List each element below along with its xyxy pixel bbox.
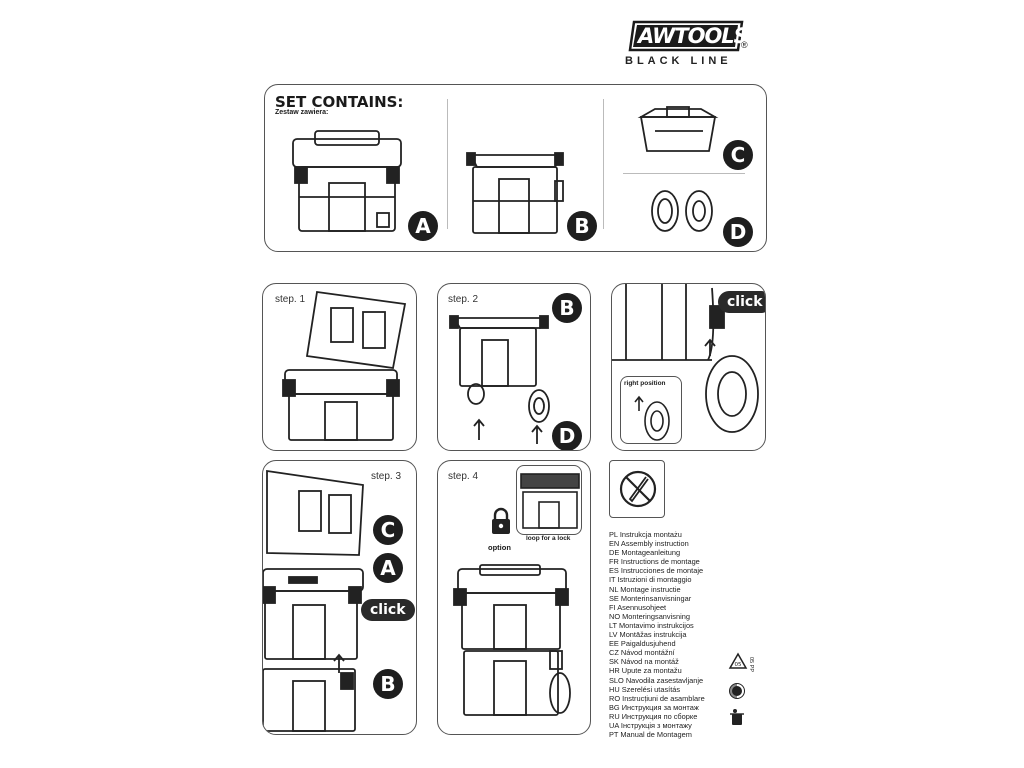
set-contains-subtitle: Zestaw zawiera: bbox=[275, 109, 329, 116]
language-item: EE Paigaldusjuhend bbox=[609, 639, 676, 649]
step-3-illustration bbox=[263, 469, 364, 732]
wheel-detail-panel: click right position bbox=[611, 283, 766, 451]
step-3-badge-a: A bbox=[373, 553, 403, 583]
svg-text:05: 05 bbox=[735, 662, 742, 668]
no-sharp-tools-box bbox=[609, 460, 665, 518]
step-2-wheel bbox=[528, 389, 550, 423]
padlock-icon bbox=[492, 507, 510, 534]
toolbox-a-illustration bbox=[292, 130, 402, 232]
step-3-badge-c: C bbox=[373, 515, 403, 545]
language-item: HU Szerelési utasítás bbox=[609, 684, 681, 694]
language-item: ES Instrucciones de montaje bbox=[609, 566, 704, 576]
recycle-pp-icon: 05 bbox=[728, 652, 748, 669]
tray-c-illustration bbox=[637, 106, 719, 152]
click-bubble: click bbox=[718, 291, 765, 313]
wheel-detail-illustration bbox=[612, 284, 759, 433]
language-item: DE Montageanleitung bbox=[609, 548, 681, 558]
language-item: PL Instrukcja montażu bbox=[609, 530, 682, 539]
step-1-illustration bbox=[282, 290, 407, 441]
language-item: LV Montāžas instrukcija bbox=[609, 630, 687, 640]
brand-logo-shape bbox=[628, 20, 744, 52]
language-item: RU Инструкция по сборке bbox=[609, 711, 698, 721]
step-2-badge-d: D bbox=[552, 421, 582, 450]
arrow-up-icon bbox=[473, 418, 485, 440]
arrow-up-icon bbox=[531, 424, 543, 444]
step-1-label: step. 1 bbox=[275, 294, 306, 305]
language-item: EN Assembly instruction bbox=[609, 539, 689, 549]
set-contains-panel: SET CONTAINS: Zestaw zawiera: A B bbox=[264, 84, 767, 252]
language-item: SK Návod na montáž bbox=[609, 657, 679, 667]
option-label: option bbox=[488, 543, 511, 552]
click-bubble: click bbox=[361, 599, 415, 621]
brand-logo-text: AWTOOLS bbox=[638, 24, 749, 48]
right-position-wheel bbox=[634, 395, 670, 441]
language-item: IT Istruzioni di montaggio bbox=[609, 575, 692, 585]
language-item: SE Monterinsanvisningar bbox=[609, 593, 692, 603]
language-item: HR Upute za montažu bbox=[609, 666, 682, 676]
container-b-illustration bbox=[466, 152, 564, 234]
registered-mark: ® bbox=[741, 40, 748, 50]
wheels-d-illustration bbox=[651, 190, 713, 232]
step-4-illustration bbox=[453, 564, 571, 716]
no-sharp-tools-icon bbox=[619, 470, 657, 508]
step-2-illustration bbox=[449, 315, 549, 405]
label-b-badge: B bbox=[567, 211, 597, 241]
language-item: LT Montavimo instrukcijos bbox=[609, 620, 694, 630]
step-2-panel: step. 2 B D bbox=[437, 283, 591, 451]
right-position-box: right position bbox=[620, 376, 682, 444]
loop-for-lock-label: loop for a lock bbox=[526, 535, 571, 542]
brand-logo: AWTOOLS bbox=[628, 20, 749, 52]
step-1-panel: step. 1 bbox=[262, 283, 417, 451]
step-3-panel: step. 3 C A click B bbox=[262, 460, 417, 735]
divider-2 bbox=[603, 99, 604, 229]
language-item: NL Montage instructie bbox=[609, 584, 681, 594]
language-item: NO Monteringsanvisning bbox=[609, 611, 690, 621]
arrow-up-icon bbox=[704, 338, 716, 356]
label-d-badge: D bbox=[723, 217, 753, 247]
arrow-up-icon bbox=[333, 653, 345, 673]
language-item: CZ Návod montážní bbox=[609, 648, 675, 658]
green-dot-icon bbox=[729, 683, 745, 699]
divider-3 bbox=[623, 173, 745, 174]
label-c-badge: C bbox=[723, 140, 753, 170]
language-item: RO Instrucțiuni de asamblare bbox=[609, 693, 705, 703]
language-item: SLO Navodila zasestavljanje bbox=[609, 675, 704, 685]
step-3-label: step. 3 bbox=[371, 471, 402, 482]
recycle-pp-code: 05 PP bbox=[748, 657, 754, 672]
language-item: UA Інструкція з монтажу bbox=[609, 720, 692, 730]
right-position-label: right position bbox=[624, 380, 666, 387]
language-item: PT Manual de Montagem bbox=[609, 730, 692, 740]
step-3-badge-b: B bbox=[373, 669, 403, 699]
step-2-badge-b: B bbox=[552, 293, 582, 323]
step-4-panel: step. 4 option loop for a lock bbox=[437, 460, 591, 735]
divider-1 bbox=[447, 99, 448, 229]
label-a-badge: A bbox=[408, 211, 438, 241]
language-item: BG Инструкция за монтаж bbox=[609, 702, 699, 712]
step-4-label: step. 4 bbox=[448, 471, 479, 482]
step-2-label: step. 2 bbox=[448, 294, 479, 305]
language-item: FR Instructions de montage bbox=[609, 557, 700, 567]
language-item: FI Asennusohjeet bbox=[609, 602, 667, 612]
lock-detail-illustration bbox=[520, 473, 580, 529]
lock-detail-box bbox=[516, 465, 582, 535]
brand-subline: BLACK LINE bbox=[625, 55, 732, 67]
set-contains-title: SET CONTAINS: bbox=[275, 93, 404, 111]
trash-bin-icon bbox=[730, 709, 744, 725]
